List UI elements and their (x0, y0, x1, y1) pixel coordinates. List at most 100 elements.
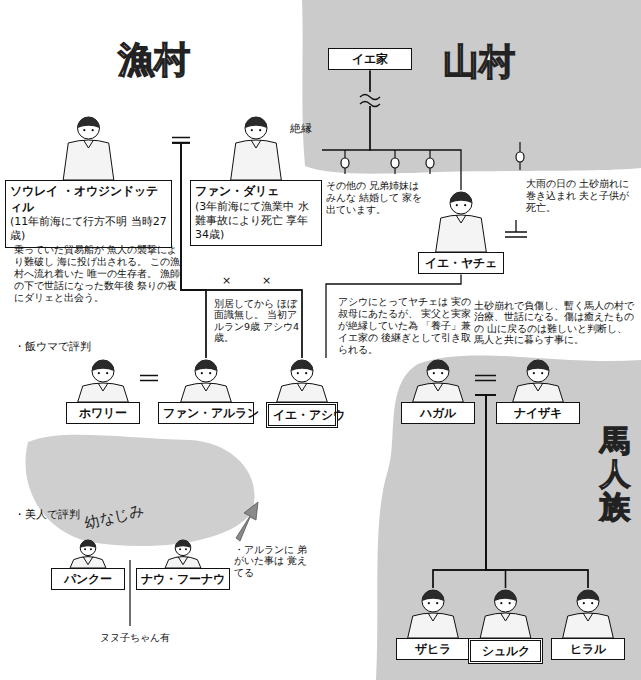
figure-collar (83, 557, 93, 565)
husband-marriage-mark (505, 220, 527, 237)
figure-body (513, 383, 564, 402)
name-heading: ファン・ダリェ (195, 184, 317, 200)
figure-head (527, 360, 549, 382)
figure-head (291, 360, 313, 382)
name-box: シュルク (468, 638, 543, 664)
name-text: ハガル (406, 406, 470, 420)
note-label: 馬人族 (600, 424, 630, 523)
name-box: ナウ・フーナウ (136, 568, 230, 590)
figure-collar (178, 557, 188, 565)
figure-hair (577, 590, 599, 601)
person-figure (266, 358, 338, 402)
name-note: (3年前海にて漁業中 水難事故により死亡 享年34歳) (195, 200, 317, 243)
note-label: アシウにとってヤチェは 実の叔母にあたるが、 実父と実家が絶縁していた為 「養子… (338, 296, 474, 356)
figure-hair (422, 590, 444, 601)
figure-head (80, 540, 96, 556)
person-figure (396, 588, 470, 638)
figure-body (413, 383, 464, 402)
note-label: 山村 (443, 40, 515, 83)
note-label: その他の 兄弟姉妹はみんな 結婚して 家を出ています。 (326, 180, 424, 216)
figure-body (436, 215, 487, 252)
name-text: イエ・アシウ (273, 408, 331, 422)
name-text: パンクー (56, 572, 120, 586)
figure-hair (527, 360, 549, 371)
figure-eye (456, 204, 458, 206)
family-box: イエ家 (328, 48, 412, 70)
figure-eye (98, 372, 100, 374)
figure-eye (251, 129, 253, 131)
figure-hair (195, 360, 217, 371)
wave-symbol (360, 95, 380, 107)
name-box: ヒラル (551, 638, 625, 660)
figure-hair (245, 117, 267, 128)
figure-eye (83, 129, 85, 131)
figure-hair (175, 540, 191, 548)
horse-tribe-region (376, 355, 641, 680)
figure-eye (106, 372, 108, 374)
person-figure (418, 190, 504, 252)
name-text: イエ家 (333, 52, 407, 66)
figure-eye (201, 372, 203, 374)
figure-collar (583, 613, 593, 621)
figure-head (175, 540, 191, 556)
note-label: ・アルランに 弟がいた事は 覚えてる (234, 544, 308, 578)
name-box: ファン・アルラン (158, 402, 254, 424)
figure-eye (464, 204, 466, 206)
figure-body (165, 557, 201, 568)
figure-eye (297, 372, 299, 374)
lineage-line (486, 395, 588, 588)
figure-head (92, 360, 114, 382)
figure-hair (92, 360, 114, 371)
note-label: 土砂崩れで負傷し、暫く馬人の村で 治療、世話になる。傷は癒えたものの 山に戻るの… (474, 300, 638, 346)
person-figure (551, 588, 625, 638)
figure-body (563, 613, 614, 638)
figure-eye (500, 602, 502, 604)
figure-eye (428, 602, 430, 604)
person-node: イエ・ヤチェ (418, 190, 504, 274)
lineage-line (322, 70, 370, 150)
figure-collar (533, 383, 543, 391)
person-node: ハガル (401, 358, 475, 424)
figure-eye (209, 372, 211, 374)
name-heading: ソウレイ ・オウジンドッティル (10, 184, 167, 215)
leader-line (129, 560, 130, 626)
person-node: ナイザキ (496, 358, 580, 424)
figure-body (408, 613, 459, 638)
sibling-pins (341, 142, 524, 174)
figure-eye (433, 372, 435, 374)
figure-hair (450, 192, 472, 203)
person-figure (496, 358, 580, 402)
figure-head (495, 590, 517, 612)
figure-head (422, 590, 444, 612)
figure-body (63, 140, 114, 180)
figure-head (195, 360, 217, 382)
name-box: ファン・ダリェ(3年前海にて漁業中 水難事故により死亡 享年34歳) (190, 180, 322, 246)
name-text: イエ・ヤチェ (423, 256, 499, 270)
name-text: ナイザキ (501, 406, 575, 420)
name-text: ザヒラ (401, 642, 465, 656)
person-node: ヒラル (551, 588, 625, 660)
note-label: × (262, 274, 271, 287)
note-label: 絶縁 (290, 122, 312, 135)
figure-collar (501, 613, 511, 621)
figure-eye (259, 129, 261, 131)
figure-hair (78, 117, 100, 128)
figure-collar (201, 383, 211, 391)
person-node: ファン・アルラン (158, 358, 254, 424)
person-figure (51, 538, 125, 568)
figure-body (181, 383, 232, 402)
figure-hair (495, 590, 517, 601)
marriage-line (140, 376, 158, 381)
figure-head (245, 117, 267, 139)
figure-eye (305, 372, 307, 374)
figure-eye (90, 548, 92, 550)
lineage-line (181, 143, 206, 358)
person-node: ザヒラ (396, 588, 470, 660)
figure-eye (92, 129, 94, 131)
figure-collar (297, 383, 307, 391)
figure-eye (179, 548, 181, 550)
person-figure (158, 358, 254, 402)
figure-eye (185, 548, 187, 550)
figure-collar (84, 140, 94, 148)
person-node: イエ・アシウ (266, 358, 338, 428)
